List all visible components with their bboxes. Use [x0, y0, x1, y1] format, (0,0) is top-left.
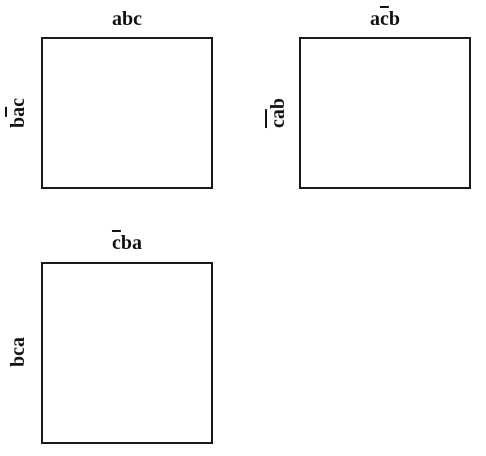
panel-top-right-side-label: cab	[267, 97, 289, 129]
side-segment: c	[7, 97, 29, 107]
title-segment-overbar: c	[379, 8, 389, 30]
panel-bottom-left-box	[41, 262, 213, 444]
side-segment: bca	[7, 337, 29, 367]
side-segment-overbar: ca	[267, 109, 289, 129]
title-segment: b	[388, 8, 401, 30]
panel-top-left-box	[41, 37, 213, 189]
side-segment: b	[267, 97, 289, 110]
panel-top-right-box	[299, 37, 471, 189]
panel-top-right-title: acb	[370, 9, 400, 29]
side-segment: b	[7, 116, 29, 129]
title-segment: a	[369, 8, 380, 30]
panel-bottom-left-title: cba	[112, 233, 142, 253]
panel-top-left-side-label: bac	[7, 97, 29, 129]
panel-top-left-title: abc	[112, 9, 142, 29]
title-segment-overbar: c	[111, 232, 121, 254]
side-segment-overbar: a	[7, 106, 29, 117]
title-segment: ba	[120, 232, 143, 254]
panel-bottom-left-side-label: bca	[7, 337, 29, 367]
title-segment: abc	[112, 8, 142, 30]
